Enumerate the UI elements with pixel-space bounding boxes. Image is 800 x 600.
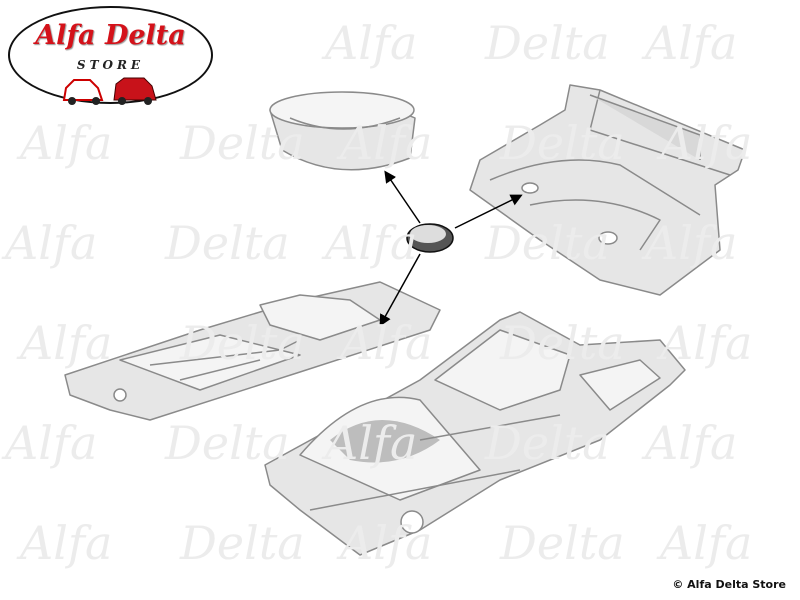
arrow-to-spare-wheel-well [384,170,421,224]
arrow-to-rear-floor [454,194,523,229]
center-floor-pan [264,311,686,556]
logo-oval [8,6,213,104]
front-floor-pan [64,281,441,421]
arrow-to-front-floor [379,253,421,327]
logo-subtitle: STORE [76,58,145,72]
rear-floor-pan [469,84,746,296]
spare-wheel-well [269,91,416,171]
logo-title: Alfa Delta [35,20,186,51]
rubber-plug [406,223,454,253]
copyright-notice: © Alfa Delta Store [672,578,786,591]
store-logo: Alfa Delta STORE [8,6,213,105]
logo-cars-icon [62,77,157,105]
